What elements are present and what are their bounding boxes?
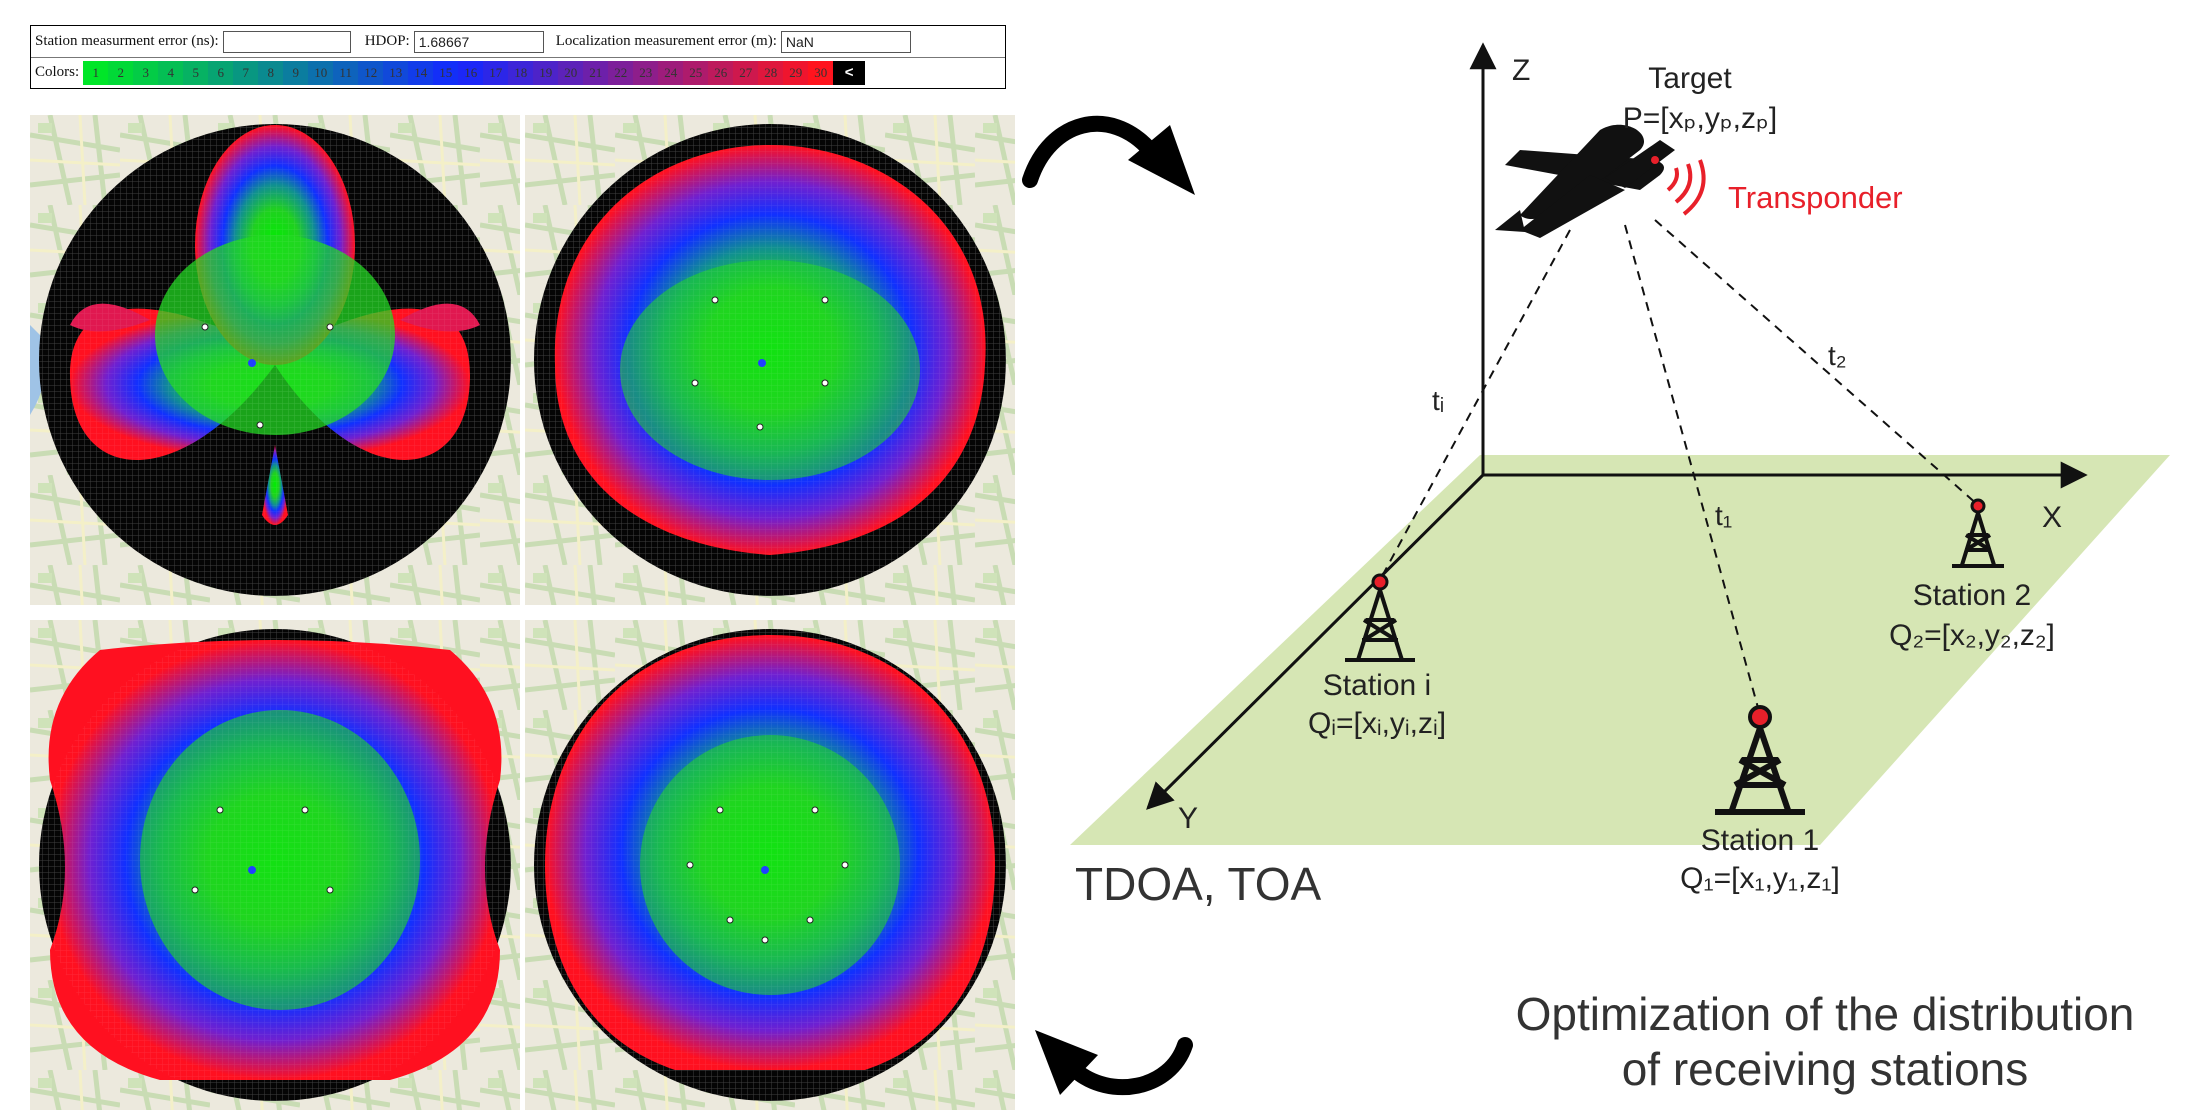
z-axis-label: Z — [1512, 54, 1530, 87]
back-button[interactable]: < — [833, 60, 866, 85]
error-toolbar: Station measurment error (ns): HDOP: 1.6… — [30, 25, 1006, 89]
tower-icon-station-2 — [1952, 498, 2004, 568]
color-swatch[interactable]: 7 — [233, 60, 259, 85]
color-swatch[interactable]: 10 — [308, 60, 334, 85]
color-swatch[interactable]: 23 — [633, 60, 659, 85]
color-swatch[interactable]: 9 — [283, 60, 309, 85]
signal-lines — [1379, 219, 1979, 716]
caption-line-1: Optimization of the distribution — [1516, 988, 2135, 1040]
caption-line-2: of receiving stations — [1622, 1043, 2029, 1095]
color-swatch[interactable]: 4 — [158, 60, 184, 85]
station-2-name: Station 2 — [1913, 579, 2031, 612]
ti-label: tᵢ — [1432, 385, 1444, 416]
transponder-label: Transponder — [1728, 180, 1903, 215]
color-swatch[interactable]: 6 — [208, 60, 234, 85]
color-swatch[interactable]: 2 — [108, 60, 134, 85]
airplane-icon — [1495, 124, 1675, 238]
color-swatch[interactable]: 16 — [458, 60, 484, 85]
color-swatch[interactable]: 20 — [558, 60, 584, 85]
toolbar-row-values: Station measurment error (ns): HDOP: 1.6… — [31, 26, 1005, 58]
t2-label: t₂ — [1828, 340, 1847, 371]
method-label: TDOA, TOA — [1075, 858, 1322, 910]
color-swatch[interactable]: 30 — [808, 60, 834, 85]
localization-error-field[interactable]: NaN — [780, 30, 911, 53]
color-swatch[interactable]: 26 — [708, 60, 734, 85]
color-swatch[interactable]: 21 — [583, 60, 609, 85]
tower-icon-station-1 — [1715, 705, 1805, 815]
localization-error-label: Localization measurement error (m): — [555, 33, 777, 49]
color-swatch[interactable]: 1 — [83, 60, 109, 85]
color-swatch[interactable]: 13 — [383, 60, 409, 85]
tower-icon-station-i — [1345, 573, 1415, 662]
y-axis — [1146, 473, 1485, 810]
color-swatch[interactable]: 18 — [508, 60, 534, 85]
y-axis-label: Y — [1178, 802, 1198, 835]
color-swatch[interactable]: 15 — [433, 60, 459, 85]
color-swatch[interactable]: 3 — [133, 60, 159, 85]
color-swatch[interactable]: 24 — [658, 60, 684, 85]
heatmap-panel-2 — [525, 115, 1015, 605]
heatmap-panel-1 — [30, 115, 520, 605]
target-title: Target — [1648, 62, 1732, 95]
heatmap-panel-4 — [525, 620, 1015, 1110]
color-swatch[interactable]: 25 — [683, 60, 709, 85]
color-swatch[interactable]: 28 — [758, 60, 784, 85]
color-swatch[interactable]: 14 — [408, 60, 434, 85]
colors-label: Colors: — [35, 64, 80, 80]
color-swatch[interactable]: 27 — [733, 60, 759, 85]
transponder-waves-icon — [1666, 159, 1706, 216]
station-1-name: Station 1 — [1701, 824, 1819, 857]
color-swatch[interactable]: 8 — [258, 60, 284, 85]
color-swatch[interactable]: 19 — [533, 60, 559, 85]
station-error-label: Station measurment error (ns): — [35, 33, 219, 49]
ground-plane — [1070, 455, 2170, 845]
color-swatch[interactable]: 22 — [608, 60, 634, 85]
hdop-field[interactable]: 1.68667 — [413, 30, 544, 53]
target-coordinates: P=[xₚ,yₚ,zₚ] — [1623, 102, 1777, 135]
color-swatch[interactable]: 12 — [358, 60, 384, 85]
color-swatch[interactable]: 17 — [483, 60, 509, 85]
station-i-name: Station i — [1323, 669, 1431, 702]
station-i-coordinates: Qᵢ=[xᵢ,yᵢ,zᵢ] — [1308, 707, 1446, 740]
color-swatch[interactable]: 5 — [183, 60, 209, 85]
heatmap-panel-3 — [30, 620, 520, 1110]
station-error-input[interactable] — [222, 30, 351, 53]
hdop-label: HDOP: — [364, 33, 410, 49]
x-axis-label: X — [2042, 501, 2062, 534]
t1-label: t₁ — [1715, 500, 1732, 531]
station-1-coordinates: Q₁=[x₁,y₁,z₁] — [1680, 862, 1840, 895]
color-swatch[interactable]: 11 — [333, 60, 359, 85]
color-swatch[interactable]: 29 — [783, 60, 809, 85]
station-2-coordinates: Q₂=[x₂,y₂,z₂] — [1889, 619, 2055, 652]
